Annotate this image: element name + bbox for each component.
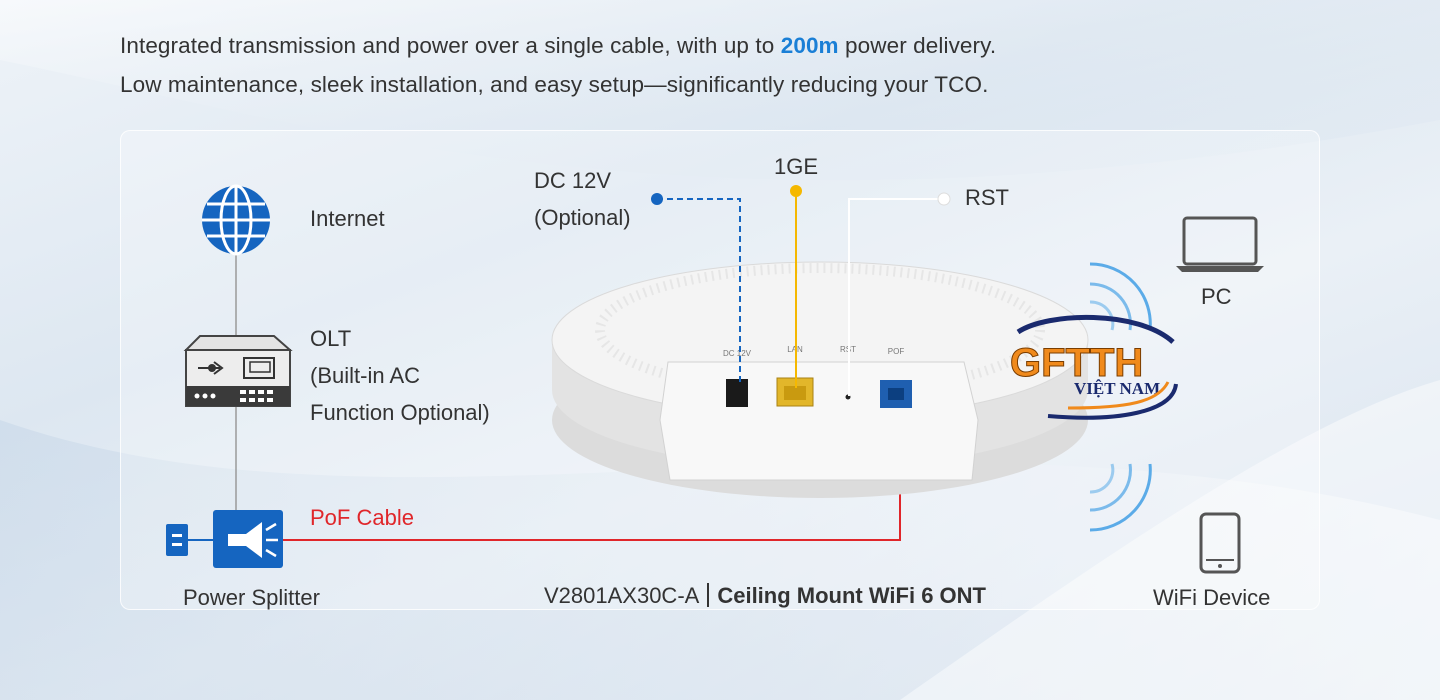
distance-highlight: 200m — [780, 33, 839, 58]
gftth-watermark-logo: GFTTH VIỆT NAM — [1010, 314, 1178, 420]
model-separator — [707, 583, 710, 607]
model-name: Ceiling Mount WiFi 6 ONT — [717, 583, 986, 608]
ont-device-image: DC 12V LAN RST POF — [551, 261, 1089, 498]
wifi-device-label: WiFi Device — [1153, 585, 1271, 610]
globe-icon — [202, 184, 270, 256]
dc-callout-line — [657, 198, 741, 386]
port-label-dc: DC 12V — [723, 349, 752, 358]
intro-line-1-end: power delivery. — [838, 33, 997, 58]
svg-text:GFTTH: GFTTH — [1010, 341, 1143, 385]
rst-callout-line — [848, 198, 944, 396]
olt-label: OLT (Built-in AC Function Optional) — [310, 320, 490, 431]
dc-callout-line-1: DC 12V — [534, 168, 612, 193]
olt-icon — [183, 335, 293, 407]
ge-callout-label: 1GE — [774, 154, 819, 179]
rst-callout-label: RST — [965, 185, 1009, 210]
port-label-pof: POF — [888, 347, 905, 356]
intro-line-1-start: Integrated transmission and power over a… — [120, 33, 781, 58]
pof-cable-label: PoF Cable — [310, 505, 414, 530]
laptop-icon — [1176, 216, 1264, 272]
olt-label-line-2: (Built-in AC — [310, 363, 421, 388]
intro-line-2: Low maintenance, sleek installation, and… — [120, 72, 989, 97]
dc-callout-line-2: (Optional) — [534, 205, 631, 230]
ge-callout-dot — [790, 185, 802, 197]
intro-text: Integrated transmission and power over a… — [120, 26, 996, 104]
dc-callout-dot — [651, 193, 663, 205]
power-plug-icon — [166, 524, 188, 556]
svg-text:VIỆT NAM: VIỆT NAM — [1074, 379, 1160, 398]
smartphone-icon — [1199, 512, 1241, 574]
olt-label-line-3: Function Optional) — [310, 400, 490, 425]
wifi-signal-lower-icon — [1089, 463, 1152, 532]
olt-label-line-1: OLT — [310, 326, 352, 351]
power-splitter-icon — [213, 510, 283, 568]
pc-label: PC — [1201, 284, 1232, 309]
model-caption: V2801AX30C-A Ceiling Mount WiFi 6 ONT — [544, 583, 986, 609]
model-code: V2801AX30C-A — [544, 583, 700, 608]
power-splitter-label: Power Splitter — [183, 585, 320, 610]
rst-callout-dot — [937, 192, 951, 206]
intro-line-1: Integrated transmission and power over a… — [120, 26, 996, 65]
internet-label: Internet — [310, 206, 385, 231]
dc-callout-label: DC 12V (Optional) — [534, 162, 631, 236]
